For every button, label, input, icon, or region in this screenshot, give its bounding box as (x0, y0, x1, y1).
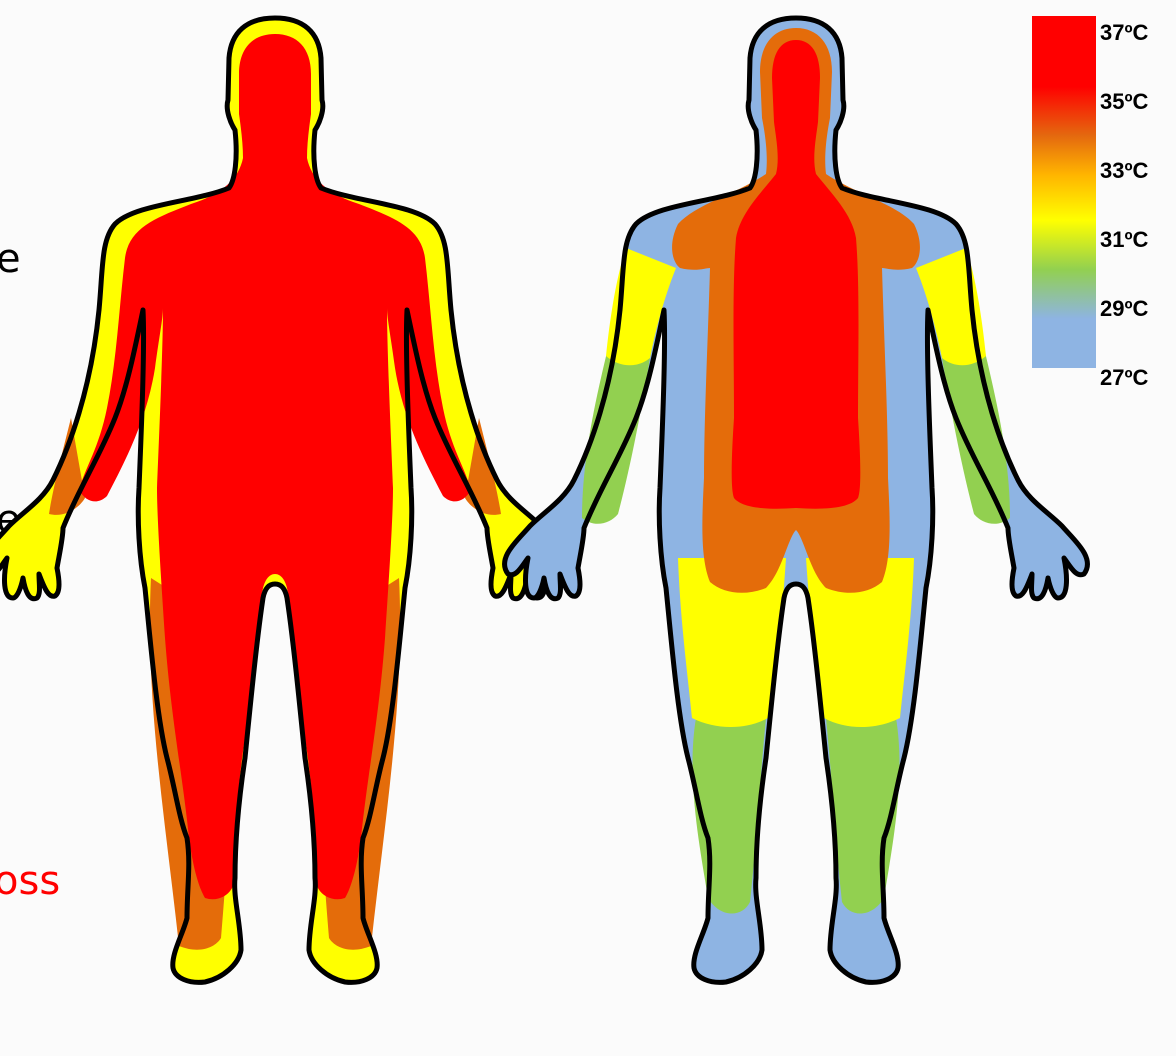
legend-label-29: 29ºC (1100, 296, 1148, 322)
legend-label-27: 27ºC (1100, 365, 1148, 391)
legend-label-35: 35ºC (1100, 89, 1148, 115)
legend-label-33: 33ºC (1100, 158, 1148, 184)
figure-cold-environment (505, 18, 1088, 982)
legend-label-31: 31ºC (1100, 227, 1148, 253)
figure-warm-environment (0, 18, 566, 982)
legend-label-37: 37ºC (1100, 20, 1148, 46)
temperature-legend-bar (1032, 16, 1096, 368)
